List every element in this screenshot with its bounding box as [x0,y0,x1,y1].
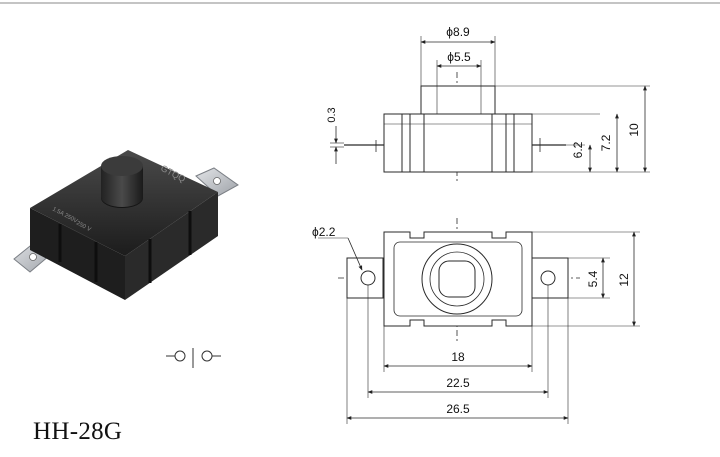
top-cap-outer [421,243,493,315]
top-body-inner [393,241,523,317]
cap-top [101,156,143,176]
top-cap-inner [438,260,476,298]
label-hole-dia: ϕ2.2 [312,225,336,239]
switch-photo: GTQQ 1.5A 250V 250 V [13,150,239,300]
dim-line-hole [347,237,363,271]
label-body-length: 18 [451,350,465,364]
label-body-width: 12 [617,273,631,287]
left-lug-hole [29,253,37,261]
cap-side [101,166,143,207]
top-body-outline [383,231,533,327]
front-view [330,36,650,184]
top-right-lug [531,257,569,299]
label-cap-outer: ϕ8.9 [446,25,470,39]
body-front-face [30,208,125,300]
top-left-lug [346,257,384,299]
top-cap-ring [429,251,485,307]
front-body [383,113,533,173]
model-name: HH-28G [33,418,123,445]
label-body-height: 6.2 [571,141,585,158]
label-cap-inner: ϕ5.5 [447,50,471,64]
top-view [318,218,640,424]
label-total-nocap: 7.2 [599,134,613,151]
label-total-height: 10 [627,123,641,137]
switch-symbol [166,348,221,368]
label-hole-pitch: 22.5 [446,376,470,390]
label-plate-thickness: 0.3 [326,107,338,122]
front-cap [420,85,496,115]
right-lug-hole [213,177,221,185]
body-side-face [125,192,218,300]
label-lug-width: 5.4 [586,270,600,287]
label-total-length: 26.5 [446,402,470,416]
